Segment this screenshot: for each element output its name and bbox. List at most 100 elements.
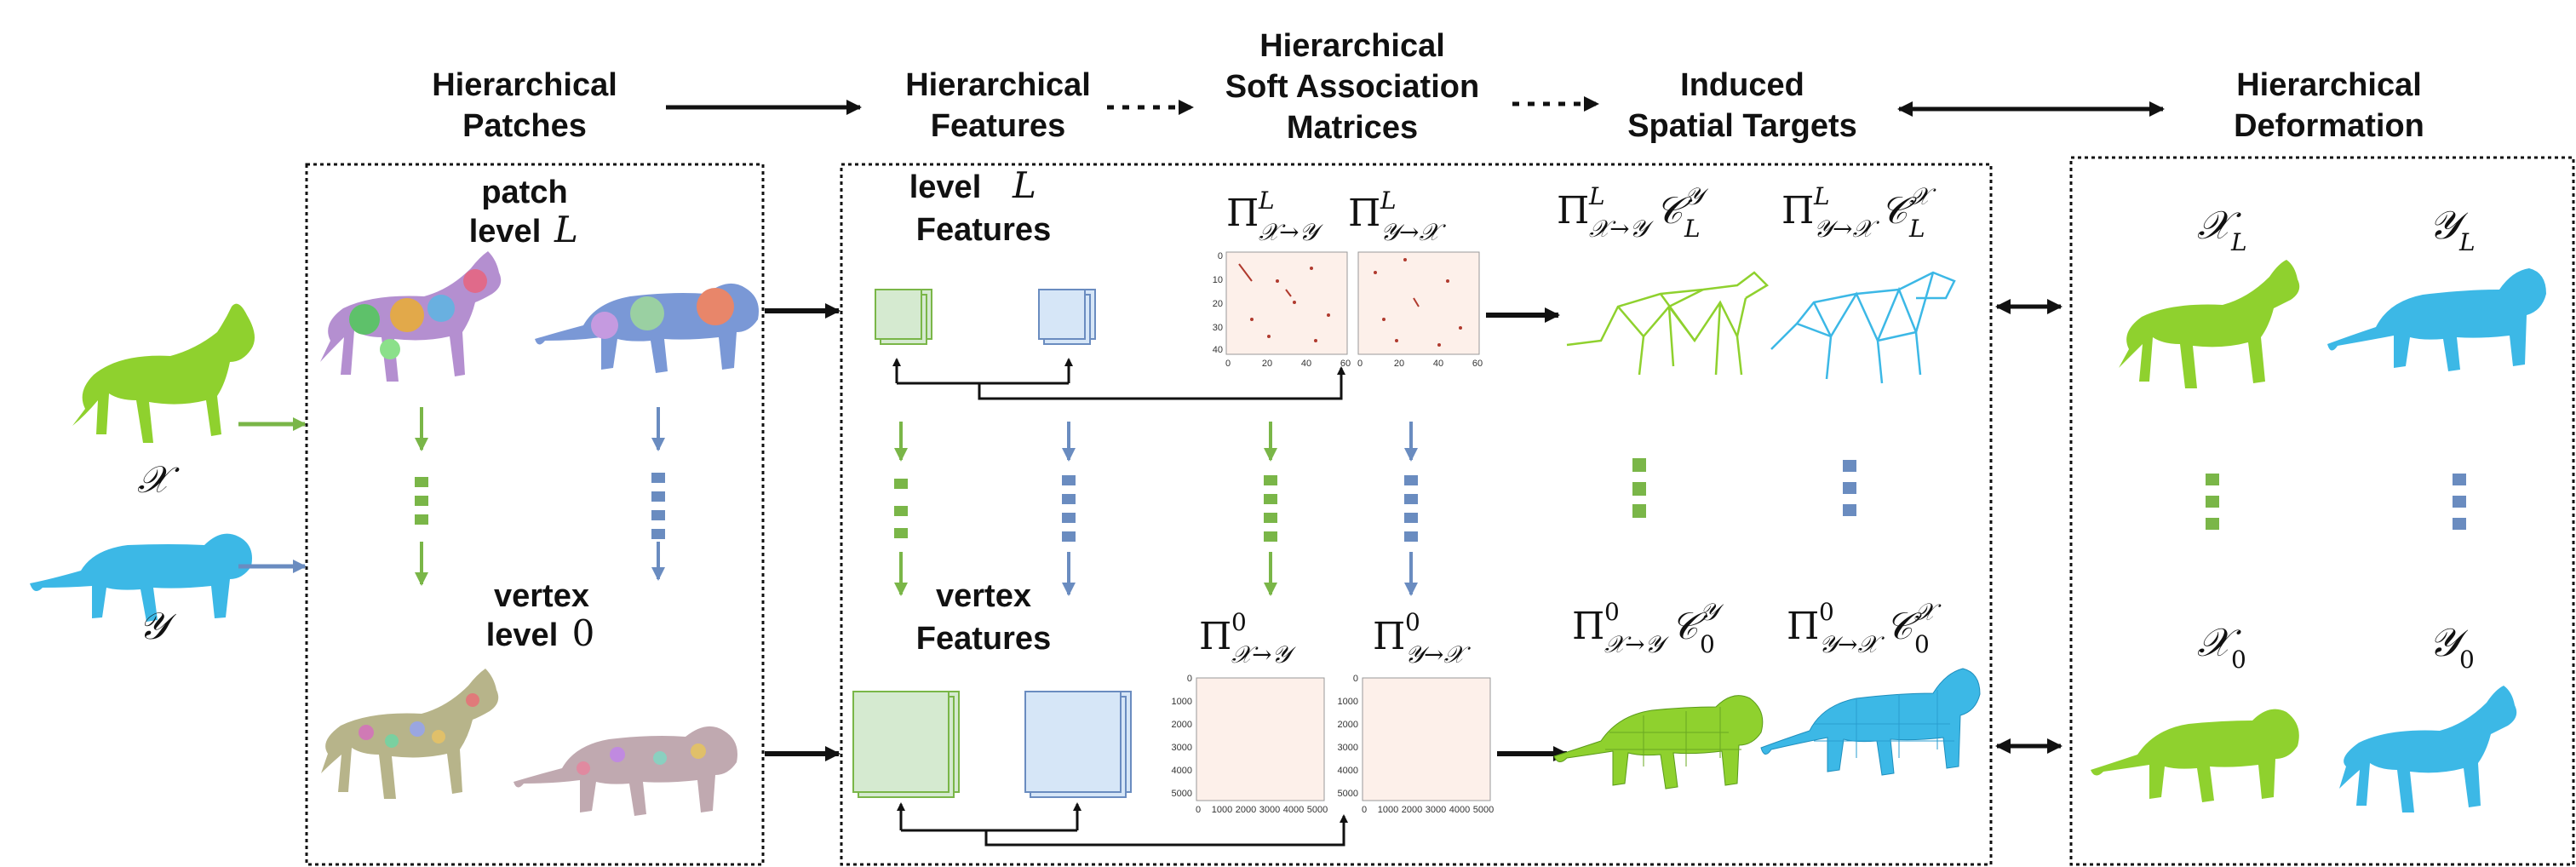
ellipsis-dot xyxy=(415,514,428,525)
pi-symbol: Π xyxy=(1572,605,1604,648)
header-patches-line1: Hierarchical xyxy=(432,67,617,103)
matrix-dot xyxy=(1250,318,1254,321)
matrix-plot-area xyxy=(1225,251,1348,355)
matrix-xtick: 40 xyxy=(1433,359,1443,369)
matrix-mark xyxy=(1238,263,1253,282)
matrix-xtick: 3000 xyxy=(1259,805,1280,815)
vertex-spot xyxy=(432,730,445,744)
lion-mesh xyxy=(2327,268,2546,371)
matrix-xtick: 20 xyxy=(1262,359,1272,369)
wire-edge xyxy=(1659,288,1704,342)
vertex-spot xyxy=(466,693,479,707)
target-label-bottom-x: Π 0 𝒳→𝒴 𝒞 𝒴 0 xyxy=(1572,598,1724,658)
pi-superscript: L xyxy=(1380,187,1397,215)
target-label-top-y: Π L 𝒴→𝒳 𝒞 𝒳 L xyxy=(1781,182,1936,243)
deform-label-top-x: 𝒳 L xyxy=(2197,202,2247,256)
ellipsis-dot xyxy=(2453,474,2466,485)
header-patches: Hierarchical Patches xyxy=(432,67,617,144)
wire-edge xyxy=(1770,271,1956,350)
header-features-line2: Features xyxy=(931,108,1065,144)
mesh-green-bottom xyxy=(1553,695,1764,789)
wireframe-blue-top xyxy=(1770,271,1956,384)
wire-edge xyxy=(1638,301,1743,376)
feature-level-bottom-word1: vertex xyxy=(936,578,1031,614)
wire-edge xyxy=(1796,322,1917,342)
matrix-xtick: 3000 xyxy=(1426,805,1446,815)
patch-level-top-level: level xyxy=(469,214,542,250)
ellipsis-dot xyxy=(2206,474,2219,485)
feature-stack-green-bottom xyxy=(852,691,960,798)
matrix-xtick: 2000 xyxy=(1236,805,1256,815)
input-source-label: 𝒳 xyxy=(137,458,180,502)
matrix-dot xyxy=(1267,335,1271,338)
ellipsis-dot xyxy=(1404,494,1418,504)
pi-superscript: 0 xyxy=(1819,598,1834,626)
ellipsis-dot xyxy=(1632,458,1646,472)
c-subscript: L xyxy=(1908,215,1925,243)
vertex-spot xyxy=(691,744,706,759)
patch-spot xyxy=(349,304,380,335)
pi-subscript: 𝒳→𝒴 xyxy=(1589,215,1655,243)
input-source-mesh xyxy=(72,303,255,443)
c-superscript: 𝒳 xyxy=(1914,598,1942,626)
matrix-ytick: 3000 xyxy=(1172,743,1192,753)
target-label-top-x: Π L 𝒳→𝒴 𝒞 𝒴 L xyxy=(1557,182,1709,243)
matrix-xtick: 0 xyxy=(1362,805,1367,815)
header-deformation-line1: Hierarchical xyxy=(2236,67,2422,103)
matrix-ytick: 0 xyxy=(1187,674,1192,684)
patch-spot xyxy=(390,298,424,332)
header-features-line1: Hierarchical xyxy=(905,67,1091,103)
matrix-mark xyxy=(1285,289,1292,297)
c-subscript: 0 xyxy=(1914,630,1930,658)
ellipsis-dot xyxy=(1632,504,1646,518)
pi-subscript: 𝒳→𝒴 xyxy=(1231,640,1297,669)
vertex-spot xyxy=(577,761,590,775)
matrix-ytick: 0 xyxy=(1218,251,1223,261)
matrix-xtick: 1000 xyxy=(1378,805,1398,815)
header-patches-line2: Patches xyxy=(462,108,587,144)
feature-sheet xyxy=(852,691,950,793)
vertex-spot xyxy=(610,747,625,762)
matrix-xtick: 60 xyxy=(1340,359,1351,369)
matrix-xtick: 0 xyxy=(1357,359,1363,369)
matrix-plot-area xyxy=(1362,677,1491,801)
matrix-xtick: 20 xyxy=(1394,359,1404,369)
mesh-shape xyxy=(1553,695,1764,789)
wireframe-green-top xyxy=(1566,271,1770,376)
pi-subscript: 𝒴→𝒳 xyxy=(1814,215,1879,243)
deform-label-top-y: 𝒴 L xyxy=(2429,202,2476,256)
matrix-plot-area xyxy=(1196,677,1325,801)
pi-symbol: Π xyxy=(1373,615,1405,658)
c-subscript: L xyxy=(1684,215,1701,243)
mesh-blue-bottom xyxy=(1760,668,1981,776)
feature-level-top-word: Features xyxy=(916,212,1051,248)
matrix-ytick: 5000 xyxy=(1172,789,1192,799)
feature-level-top-level: level xyxy=(909,169,982,205)
ellipsis-dot xyxy=(1843,504,1856,516)
matrix-ytick: 2000 xyxy=(1172,720,1192,730)
lion-mesh xyxy=(30,533,252,622)
lion-shaped-source-mesh xyxy=(2091,709,2299,802)
ellipsis-dot xyxy=(894,506,908,516)
patches-box xyxy=(305,163,765,866)
ellipsis-dot xyxy=(2453,518,2466,530)
matrix-dot xyxy=(1403,258,1407,261)
ellipsis-dot xyxy=(1404,475,1418,485)
horse-mesh xyxy=(72,303,255,443)
pi-superscript: L xyxy=(1258,187,1275,215)
patch-spot xyxy=(380,339,400,359)
matrix-ytick: 3000 xyxy=(1338,743,1358,753)
pi-subscript: 𝒴→𝒳 xyxy=(1380,218,1446,246)
matrix-top-xy: 0 10 20 30 40 0 20 40 60 xyxy=(1213,251,1351,369)
feature-level-bottom-word2: Features xyxy=(916,621,1051,657)
header-deformation: Hierarchical Deformation xyxy=(2234,67,2424,144)
ellipsis-dot xyxy=(894,528,908,538)
pi-superscript: 0 xyxy=(1231,608,1247,636)
matrix-dot xyxy=(1327,313,1330,317)
matrix-xtick: 4000 xyxy=(1283,805,1304,815)
header-targets-line2: Spatial Targets xyxy=(1627,108,1857,144)
ellipsis-dot xyxy=(2453,496,2466,508)
matrix-mark xyxy=(1413,297,1420,307)
matrix-xtick: 1000 xyxy=(1212,805,1232,815)
pi-subscript: 𝒳→𝒴 xyxy=(1604,630,1670,658)
